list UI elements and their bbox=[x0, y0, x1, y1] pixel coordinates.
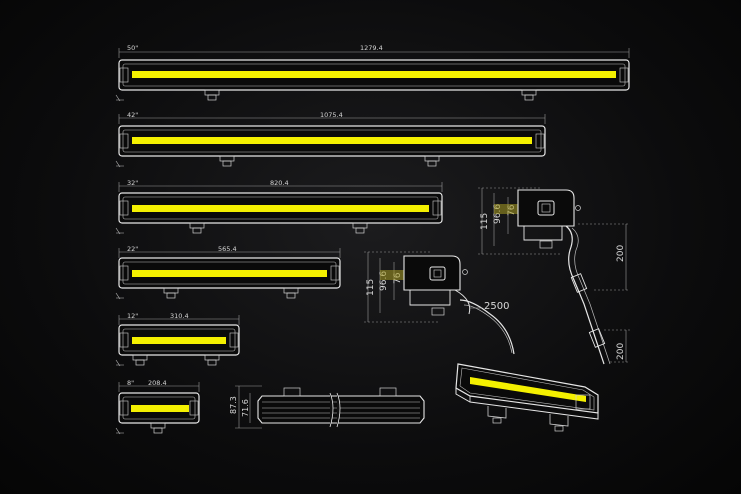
led-strip bbox=[131, 405, 189, 412]
bar-50-length-label: 1279.4 bbox=[360, 44, 383, 52]
profile-height-inner: 71.6 bbox=[241, 399, 250, 417]
bar-22-size-label: 22" bbox=[127, 245, 138, 253]
bracket-b-cable-length-1: 200 bbox=[616, 245, 626, 262]
led-strip bbox=[132, 71, 616, 78]
bar-12-length-label: 310.4 bbox=[170, 312, 189, 320]
mount-foot bbox=[163, 287, 179, 299]
bracket-a-cable-length: 2500 bbox=[484, 301, 509, 312]
bar-42-size-label: 42" bbox=[127, 111, 138, 119]
mount-foot bbox=[219, 155, 235, 167]
mount-bracket-detail-a: 115 96.6 76 2500 bbox=[364, 251, 515, 355]
bar-22-length-label: 565.4 bbox=[218, 245, 237, 253]
mount-foot bbox=[204, 89, 220, 101]
bar-32-size-label: 32" bbox=[127, 179, 138, 187]
led-strip bbox=[132, 137, 532, 144]
profile-height-outer: 87.3 bbox=[229, 396, 238, 414]
mount-foot bbox=[132, 354, 148, 366]
bar-42-length-label: 1075.4 bbox=[320, 111, 343, 119]
mount-bracket-detail-b: 115 96.6 76 200 200 bbox=[478, 187, 630, 365]
mount-foot bbox=[204, 354, 220, 366]
bar-50-size-label: 50" bbox=[127, 44, 138, 52]
led-strip bbox=[132, 205, 429, 212]
light-bar-42: 42" 1075.4 bbox=[115, 111, 546, 168]
bracket-a-dim-96: 96.6 bbox=[379, 271, 389, 291]
light-bar-22: 22" 565.4 bbox=[115, 245, 341, 300]
bar-8-size-label: 8" bbox=[127, 379, 134, 387]
light-bar-12: 12" 310.4 bbox=[115, 312, 240, 367]
side-profile-view: 87.3 71.6 bbox=[229, 385, 425, 429]
light-bar-50: 50" 1279.4 bbox=[115, 44, 630, 102]
mount-foot bbox=[150, 422, 166, 434]
mount-foot bbox=[352, 222, 368, 234]
light-bar-perspective-view bbox=[455, 363, 599, 432]
mount-foot bbox=[424, 155, 440, 167]
led-strip bbox=[132, 337, 226, 344]
bar-12-size-label: 12" bbox=[127, 312, 138, 320]
bar-32-length-label: 820.4 bbox=[270, 179, 289, 187]
bracket-a-dim-115: 115 bbox=[366, 279, 376, 296]
bar-8-length-label: 208.4 bbox=[148, 379, 167, 387]
led-strip bbox=[470, 377, 586, 402]
bracket-b-cable-length-2: 200 bbox=[616, 343, 626, 360]
light-bar-8: 8" 208.4 bbox=[115, 379, 200, 435]
mount-foot bbox=[283, 287, 299, 299]
led-strip bbox=[132, 270, 327, 277]
bracket-b-dim-115: 115 bbox=[480, 213, 490, 230]
mount-foot bbox=[521, 89, 537, 101]
light-bar-32: 32" 820.4 bbox=[115, 179, 443, 235]
mount-foot bbox=[189, 222, 205, 234]
